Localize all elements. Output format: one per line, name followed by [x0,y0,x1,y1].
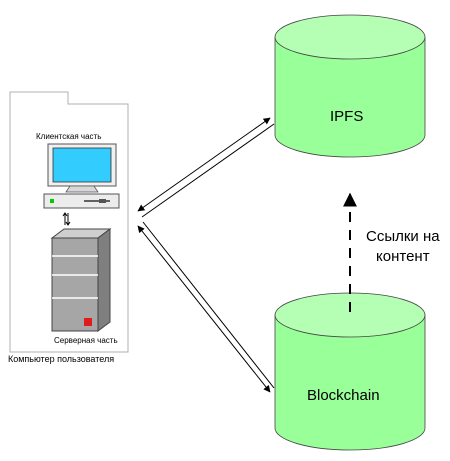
server-part-label: Серверная часть [54,336,118,345]
desktop-unit-icon [43,193,120,209]
monitor-icon [47,143,117,193]
ipfs-cylinder [274,14,426,158]
blockchain-label: Blockchain [307,387,380,404]
content-links-label-line2: контент [376,248,430,265]
server-icon [50,228,112,332]
content-links-label: Ссылки на контент [366,227,440,267]
blockchain-cylinder [274,292,426,451]
arrow-computer-ipfs [137,117,275,218]
local-link-icon [62,212,71,226]
content-links-label-line1: Ссылки на [366,228,440,245]
client-part-label: Клиентская часть [36,132,102,141]
power-light [84,318,92,326]
user-computer-label: Компьютер пользователя [8,354,115,364]
ipfs-label: IPFS [330,108,364,125]
arrow-computer-blockchain [137,221,275,393]
